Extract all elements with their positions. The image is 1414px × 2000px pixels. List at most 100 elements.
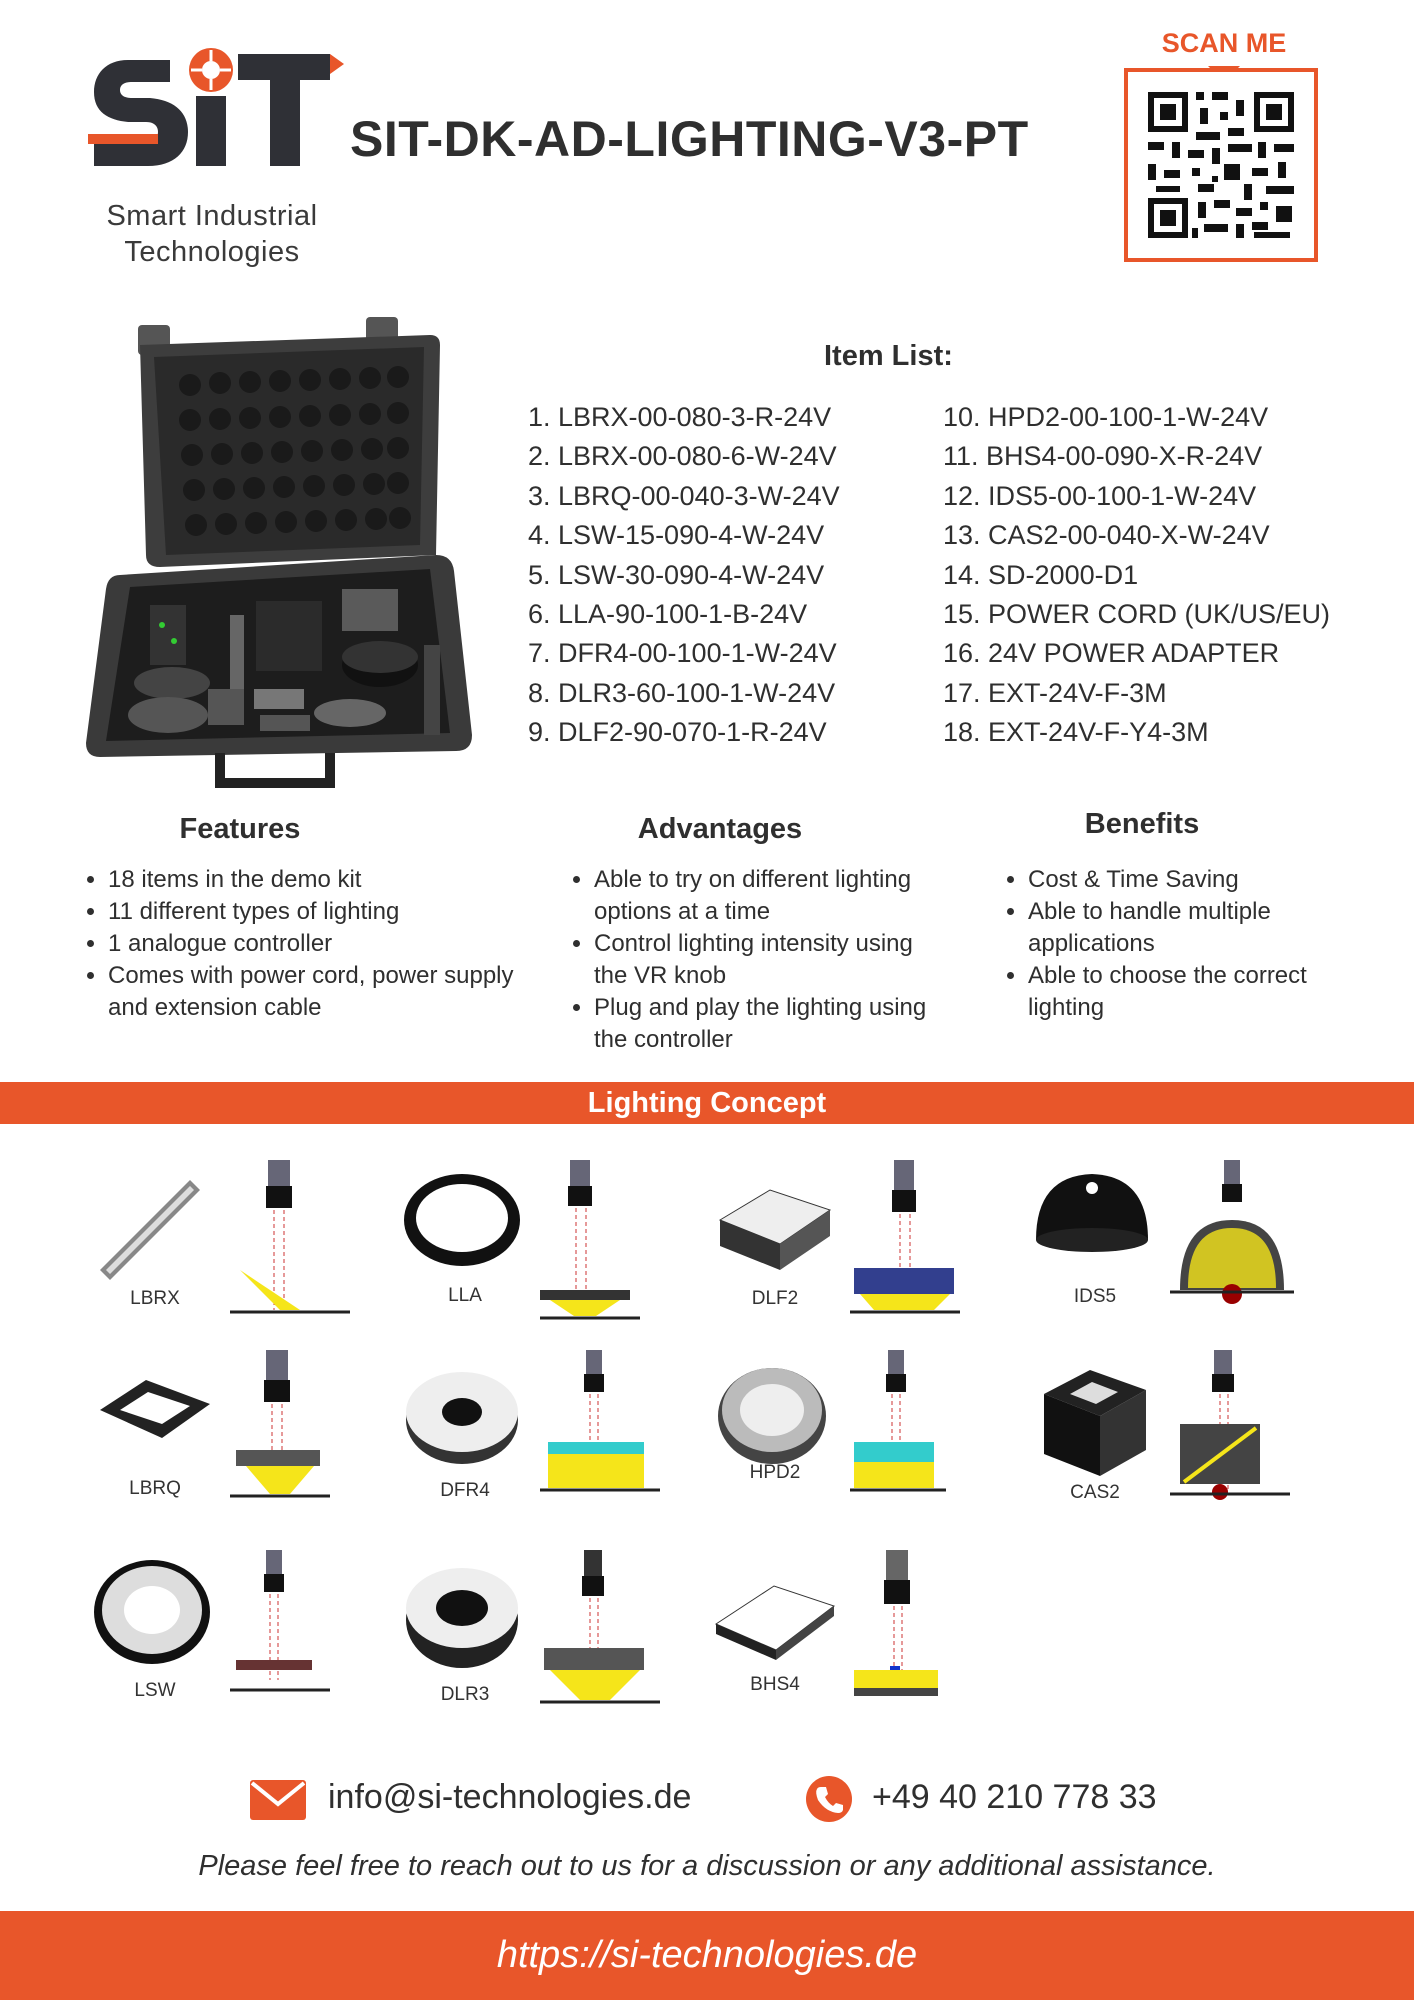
product-label: HPD2 xyxy=(749,1462,801,1483)
company-tagline: Smart Industrial Technologies xyxy=(88,198,336,270)
item-list-right: 10. HPD2-00-100-1-W-24V 11. BHS4-00-090-… xyxy=(943,398,1330,753)
product-label: DLF2 xyxy=(751,1288,799,1309)
product-bhs4: BHS4 xyxy=(710,1550,1010,1740)
led-ring-light-icon xyxy=(94,1560,210,1664)
qr-frame xyxy=(1124,68,1318,262)
dome-light-icon xyxy=(1036,1174,1148,1252)
product-label: LBRQ xyxy=(129,1478,181,1499)
list-item: 18. EXT-24V-F-Y4-3M xyxy=(943,717,1209,748)
lighting-diagram-icon xyxy=(854,1550,938,1696)
list-item: Cost & Time Saving xyxy=(1028,864,1348,896)
list-item: 16. 24V POWER ADAPTER xyxy=(943,638,1280,669)
ring-light-icon xyxy=(404,1174,520,1266)
product-ids5: IDS5 xyxy=(1030,1160,1330,1350)
item-list-left: 1. LBRX-00-080-3-R-24V 2. LBRX-00-080-6-… xyxy=(528,398,840,753)
list-item: 11 different types of lighting xyxy=(108,896,528,928)
diffuse-ring-light-icon xyxy=(406,1372,518,1464)
product-dlr3: DLR3 xyxy=(400,1550,700,1740)
item-list-title: Item List: xyxy=(824,340,953,372)
lighting-diagram-icon xyxy=(230,1160,350,1314)
website-link[interactable]: https://si-technologies.de xyxy=(496,1934,918,1976)
lighting-diagram-icon xyxy=(230,1550,330,1692)
product-label: LBRX xyxy=(130,1288,180,1309)
lighting-concept-banner: Lighting Concept xyxy=(0,1082,1414,1124)
document-title: SIT-DK-AD-LIGHTING-V3-PT xyxy=(350,111,1029,167)
list-item: 7. DFR4-00-100-1-W-24V xyxy=(528,638,837,669)
list-item: 1 analogue controller xyxy=(108,928,528,960)
list-item: Able to handle multiple applications xyxy=(1028,896,1348,960)
list-item: 13. CAS2-00-040-X-W-24V xyxy=(943,520,1270,551)
tagline-line-1: Smart Industrial xyxy=(106,200,318,232)
features-list: 18 items in the demo kit 11 different ty… xyxy=(78,864,528,1024)
product-cas2: CAS2 xyxy=(1030,1350,1330,1540)
list-item: 11. BHS4-00-090-X-R-24V xyxy=(943,441,1263,472)
qr-label: SCAN ME xyxy=(1161,28,1287,58)
bar-light-icon xyxy=(100,1180,200,1280)
product-label: CAS2 xyxy=(1070,1482,1120,1503)
benefits-list: Cost & Time Saving Able to handle multip… xyxy=(998,864,1348,1024)
benefits-heading: Benefits xyxy=(1084,808,1200,840)
contact-note: Please feel free to reach out to us for … xyxy=(198,1850,1216,1882)
list-item: Able to choose the correct lighting xyxy=(1028,960,1348,1024)
product-lbrq: LBRQ xyxy=(90,1350,390,1540)
list-item: 4. LSW-15-090-4-W-24V xyxy=(528,520,825,551)
list-item: 14. SD-2000-D1 xyxy=(943,559,1139,590)
qr-code-block[interactable]: SCAN ME xyxy=(1124,28,1324,268)
backlight-icon xyxy=(714,1585,836,1660)
product-label: DFR4 xyxy=(440,1480,490,1501)
sit-logo-icon xyxy=(88,48,344,166)
lighting-diagram-icon xyxy=(1170,1160,1294,1304)
lighting-diagram-icon xyxy=(540,1350,660,1492)
lighting-diagram-icon xyxy=(850,1350,946,1492)
product-label: IDS5 xyxy=(1073,1286,1117,1307)
tagline-line-2: Technologies xyxy=(124,236,300,268)
list-item: 10. HPD2-00-100-1-W-24V xyxy=(943,402,1269,432)
phone-icon xyxy=(806,1776,852,1822)
flat-dome-light-icon xyxy=(718,1189,832,1270)
footer-bar: https://si-technologies.de xyxy=(0,1911,1414,2000)
list-item: Control lighting intensity using the VR … xyxy=(594,928,934,992)
mail-icon xyxy=(250,1780,306,1820)
list-item: 8. DLR3-60-100-1-W-24V xyxy=(528,677,836,708)
contact-phone[interactable]: +49 40 210 778 33 xyxy=(872,1778,1157,1816)
features-heading: Features xyxy=(179,813,301,845)
dark-field-ring-light-icon xyxy=(406,1568,518,1668)
square-bar-light-icon xyxy=(100,1380,210,1438)
product-label: BHS4 xyxy=(750,1674,800,1695)
list-item: Comes with power cord, power supply and … xyxy=(108,960,528,1024)
advantages-list: Able to try on different lighting option… xyxy=(564,864,934,1056)
product-label: LLA xyxy=(448,1285,482,1306)
lighting-diagram-icon xyxy=(1170,1350,1290,1500)
list-item: 15. POWER CORD (UK/US/EU) xyxy=(943,599,1331,630)
product-dlf2: DLF2 xyxy=(710,1160,1010,1350)
product-hpd2: HPD2 xyxy=(710,1350,1010,1540)
list-item: 1. LBRX-00-080-3-R-24V xyxy=(528,402,832,432)
list-item: 2. LBRX-00-080-6-W-24V xyxy=(528,441,837,472)
advantages-heading: Advantages xyxy=(637,813,803,845)
lighting-diagram-icon xyxy=(230,1350,330,1498)
high-power-diffuse-light-icon xyxy=(718,1368,826,1464)
lighting-concept-title: Lighting Concept xyxy=(587,1087,827,1119)
lighting-diagram-icon xyxy=(540,1550,660,1704)
list-item: 12. IDS5-00-100-1-W-24V xyxy=(943,480,1257,511)
list-item: 17. EXT-24V-F-3M xyxy=(943,677,1167,708)
list-item: 6. LLA-90-100-1-B-24V xyxy=(528,599,808,630)
product-label: LSW xyxy=(134,1680,176,1701)
list-item: Plug and play the lighting using the con… xyxy=(594,992,934,1056)
product-label: DLR3 xyxy=(440,1684,490,1705)
lighting-diagram-icon xyxy=(540,1160,640,1320)
product-lbrx: LBRX xyxy=(90,1160,390,1350)
list-item: 9. DLF2-90-070-1-R-24V xyxy=(528,717,827,748)
product-dfr4: DFR4 xyxy=(400,1350,700,1540)
product-lla: LLA xyxy=(400,1160,700,1350)
coaxial-light-icon xyxy=(1044,1370,1146,1476)
list-item: 3. LBRQ-00-040-3-W-24V xyxy=(528,480,840,511)
list-item: 18 items in the demo kit xyxy=(108,864,528,896)
demo-kit-case-image xyxy=(80,305,480,790)
company-logo: Smart Industrial Technologies xyxy=(88,40,348,270)
contact-email[interactable]: info@si-technologies.de xyxy=(328,1778,692,1816)
list-item: Able to try on different lighting option… xyxy=(594,864,934,928)
product-lsw: LSW xyxy=(90,1550,390,1740)
lighting-diagram-icon xyxy=(850,1160,960,1314)
list-item: 5. LSW-30-090-4-W-24V xyxy=(528,559,825,590)
